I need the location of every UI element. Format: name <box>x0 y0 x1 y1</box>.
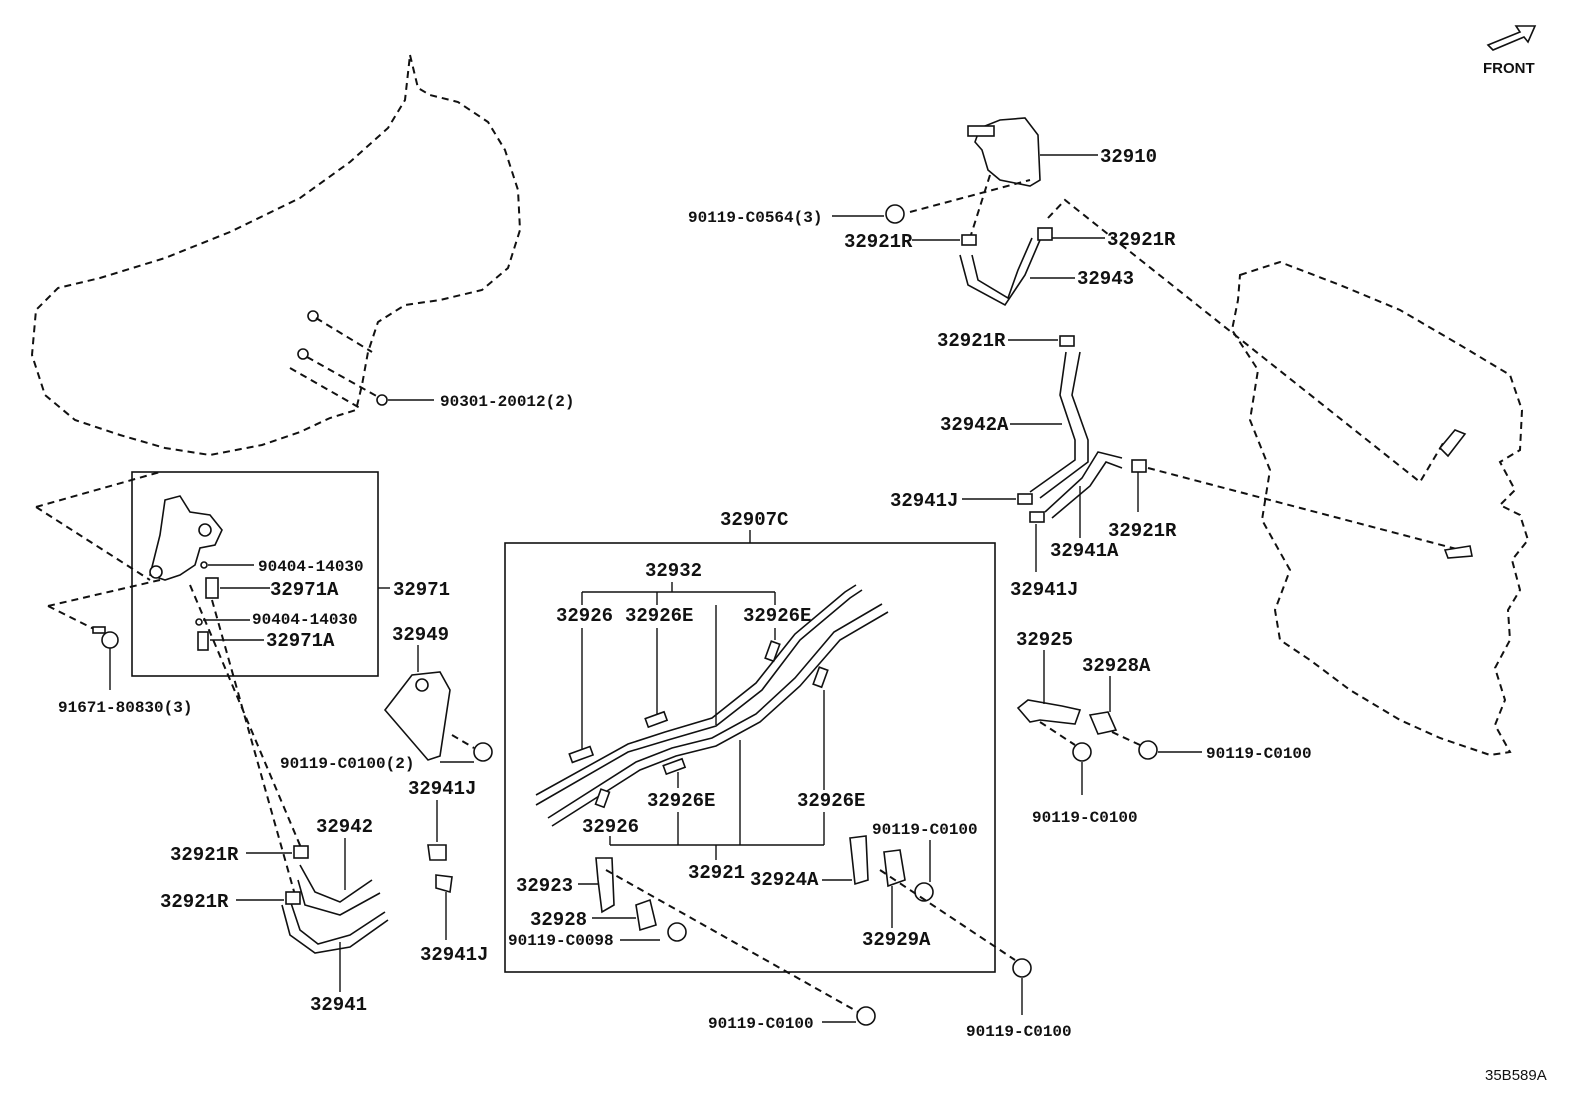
bolt-icon <box>1012 958 1032 978</box>
hose-clamp <box>1059 335 1075 347</box>
label-32923: 32923 <box>516 875 573 897</box>
bolt-icon <box>914 882 934 902</box>
hose-32941 <box>281 899 389 954</box>
label-32926E-c: 32926E <box>647 790 715 812</box>
label-90119-C0098: 90119-C0098 <box>508 932 614 950</box>
bolt-icon <box>1138 740 1158 760</box>
label-91671-80830: 91671-80830(3) <box>58 699 192 717</box>
hose-clamp <box>1017 493 1033 505</box>
clip-32928A <box>1088 711 1118 735</box>
label-90119-C0100-right: 90119-C0100 <box>1206 745 1312 763</box>
label-32921R-mid: 32921R <box>937 330 1006 352</box>
fitting-upper <box>307 310 319 322</box>
bolt-icon <box>473 742 493 762</box>
label-90119-C0100-right-low: 90119-C0100 <box>1032 809 1138 827</box>
hose-clamp-lower <box>285 891 301 905</box>
label-90119-C0100-bottom-mid: 90119-C0100 <box>708 1015 814 1033</box>
label-90404-14030-a: 90404-14030 <box>258 558 364 576</box>
hose-32942 <box>297 864 381 916</box>
hose-clamp <box>1037 227 1053 241</box>
front-arrow-icon <box>1486 25 1537 51</box>
label-90404-14030-b: 90404-14030 <box>252 611 358 629</box>
bolt-icon <box>856 1006 876 1026</box>
label-32941J-mid-a: 32941J <box>408 778 476 800</box>
label-32928A: 32928A <box>1082 655 1151 677</box>
label-90119-C0100-box: 90119-C0100 <box>872 821 978 839</box>
label-32971A-a: 32971A <box>270 579 339 601</box>
label-32921R-left-b: 32921R <box>160 891 229 913</box>
label-32921: 32921 <box>688 862 745 884</box>
engine-outline <box>1230 260 1530 757</box>
label-32926E-a: 32926E <box>625 605 693 627</box>
clamp-32941J-icon <box>435 874 453 894</box>
label-90119-C0100-bottom-right: 90119-C0100 <box>966 1023 1072 1041</box>
reference-code: 35B589A <box>1485 1067 1547 1084</box>
label-32926E-d: 32926E <box>797 790 865 812</box>
union-fitting-icon <box>205 577 219 599</box>
label-32941J-mid-b: 32941J <box>420 944 488 966</box>
bracket-32925 <box>1016 699 1082 725</box>
label-32926-a: 32926 <box>556 605 613 627</box>
pipe-32921-upper <box>535 584 863 806</box>
hose-clamp <box>1029 511 1045 523</box>
label-32921R-top-left: 32921R <box>844 231 913 253</box>
hose-clamp-upper <box>293 845 309 859</box>
label-32941: 32941 <box>310 994 367 1016</box>
label-32907C: 32907C <box>720 509 788 531</box>
label-32925: 32925 <box>1016 629 1073 651</box>
transmission-outline <box>30 54 522 457</box>
valve-body-icon <box>149 495 223 581</box>
label-32928: 32928 <box>530 909 587 931</box>
label-32943: 32943 <box>1077 268 1134 290</box>
pipe-set-box <box>504 542 996 973</box>
label-32971: 32971 <box>393 579 450 601</box>
label-32932: 32932 <box>645 560 702 582</box>
label-32910: 32910 <box>1100 146 1157 168</box>
clip-32929A <box>883 849 906 888</box>
label-32921R-left-a: 32921R <box>170 844 239 866</box>
bolt-icon <box>92 626 119 649</box>
label-32942A: 32942A <box>940 414 1009 436</box>
hose-32941A <box>1044 451 1123 519</box>
bolt-icon <box>1072 742 1092 762</box>
fitting-lower <box>297 348 309 360</box>
clip-32923 <box>595 857 615 914</box>
o-ring-icon <box>376 394 388 406</box>
bracket-32949 <box>383 671 451 761</box>
label-32941J-right-a: 32941J <box>890 490 958 512</box>
label-32921R-top-right: 32921R <box>1107 229 1176 251</box>
bolt-icon <box>667 922 687 942</box>
label-32942: 32942 <box>316 816 373 838</box>
label-90301-20012: 90301-20012(2) <box>440 393 574 411</box>
bracket-32924A <box>849 835 869 886</box>
label-32924A: 32924A <box>750 869 819 891</box>
hose-32942A <box>1029 351 1089 499</box>
clip-32928 <box>635 898 657 932</box>
label-32971A-b: 32971A <box>266 630 335 652</box>
bolt-icon <box>885 204 905 224</box>
label-32926E-b: 32926E <box>743 605 811 627</box>
label-32941J-right-b: 32941J <box>1010 579 1078 601</box>
hose-32943 <box>959 237 1041 307</box>
label-32949: 32949 <box>392 624 449 646</box>
valve-assembly-box <box>131 471 379 677</box>
front-label: FRONT <box>1483 60 1535 77</box>
hose-clamp <box>961 234 977 246</box>
label-90119-C0564: 90119-C0564(3) <box>688 209 822 227</box>
label-90119-C0100-2: 90119-C0100(2) <box>280 755 414 773</box>
label-32921R-right: 32921R <box>1108 520 1177 542</box>
clamp-32941J-icon <box>427 844 447 861</box>
hose-clamp <box>1131 459 1147 473</box>
label-32941A: 32941A <box>1050 540 1119 562</box>
label-32926-b: 32926 <box>582 816 639 838</box>
label-32929A: 32929A <box>862 929 931 951</box>
pipe-32921-lower <box>547 603 889 827</box>
